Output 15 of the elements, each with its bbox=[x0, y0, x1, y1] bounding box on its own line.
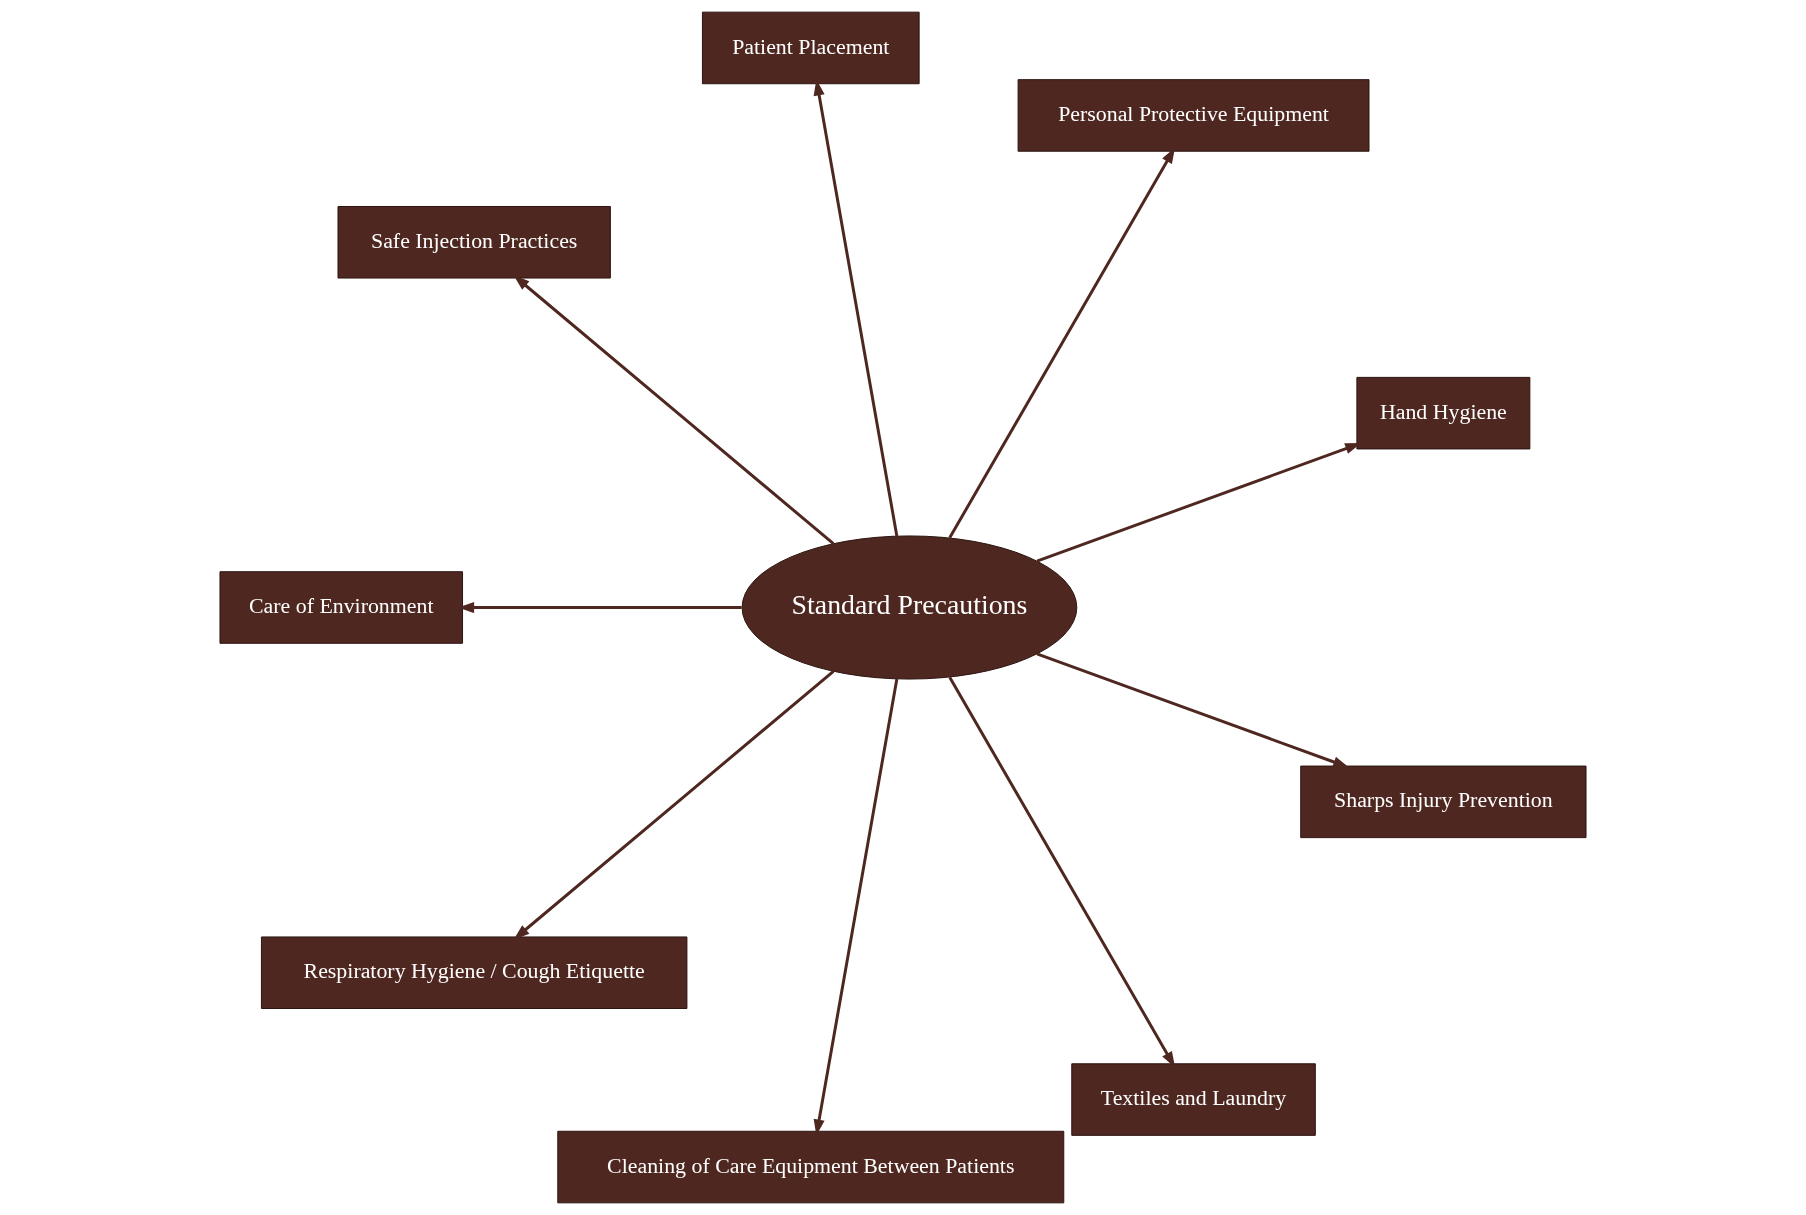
arrow bbox=[948, 147, 1176, 539]
arrow bbox=[1036, 652, 1350, 768]
node-box: Care of Environment bbox=[219, 571, 464, 644]
node-ellipse: Standard Precautions bbox=[741, 535, 1078, 680]
node-box: Safe Injection Practices bbox=[337, 206, 611, 279]
node-box: Cleaning of Care Equipment Between Patients bbox=[557, 1130, 1065, 1204]
node-box: Personal Protective Equipment bbox=[1017, 79, 1370, 152]
node-box: Hand Hygiene bbox=[1356, 376, 1531, 450]
node-box: Respiratory Hygiene / Cough Etiquette bbox=[260, 936, 688, 1009]
arrow bbox=[513, 275, 835, 545]
node-box: Patient Placement bbox=[701, 11, 920, 85]
node-box: Textiles and Laundry bbox=[1071, 1063, 1316, 1136]
node-box: Sharps Injury Prevention bbox=[1300, 765, 1587, 839]
arrow bbox=[513, 670, 835, 940]
arrow bbox=[948, 676, 1176, 1068]
